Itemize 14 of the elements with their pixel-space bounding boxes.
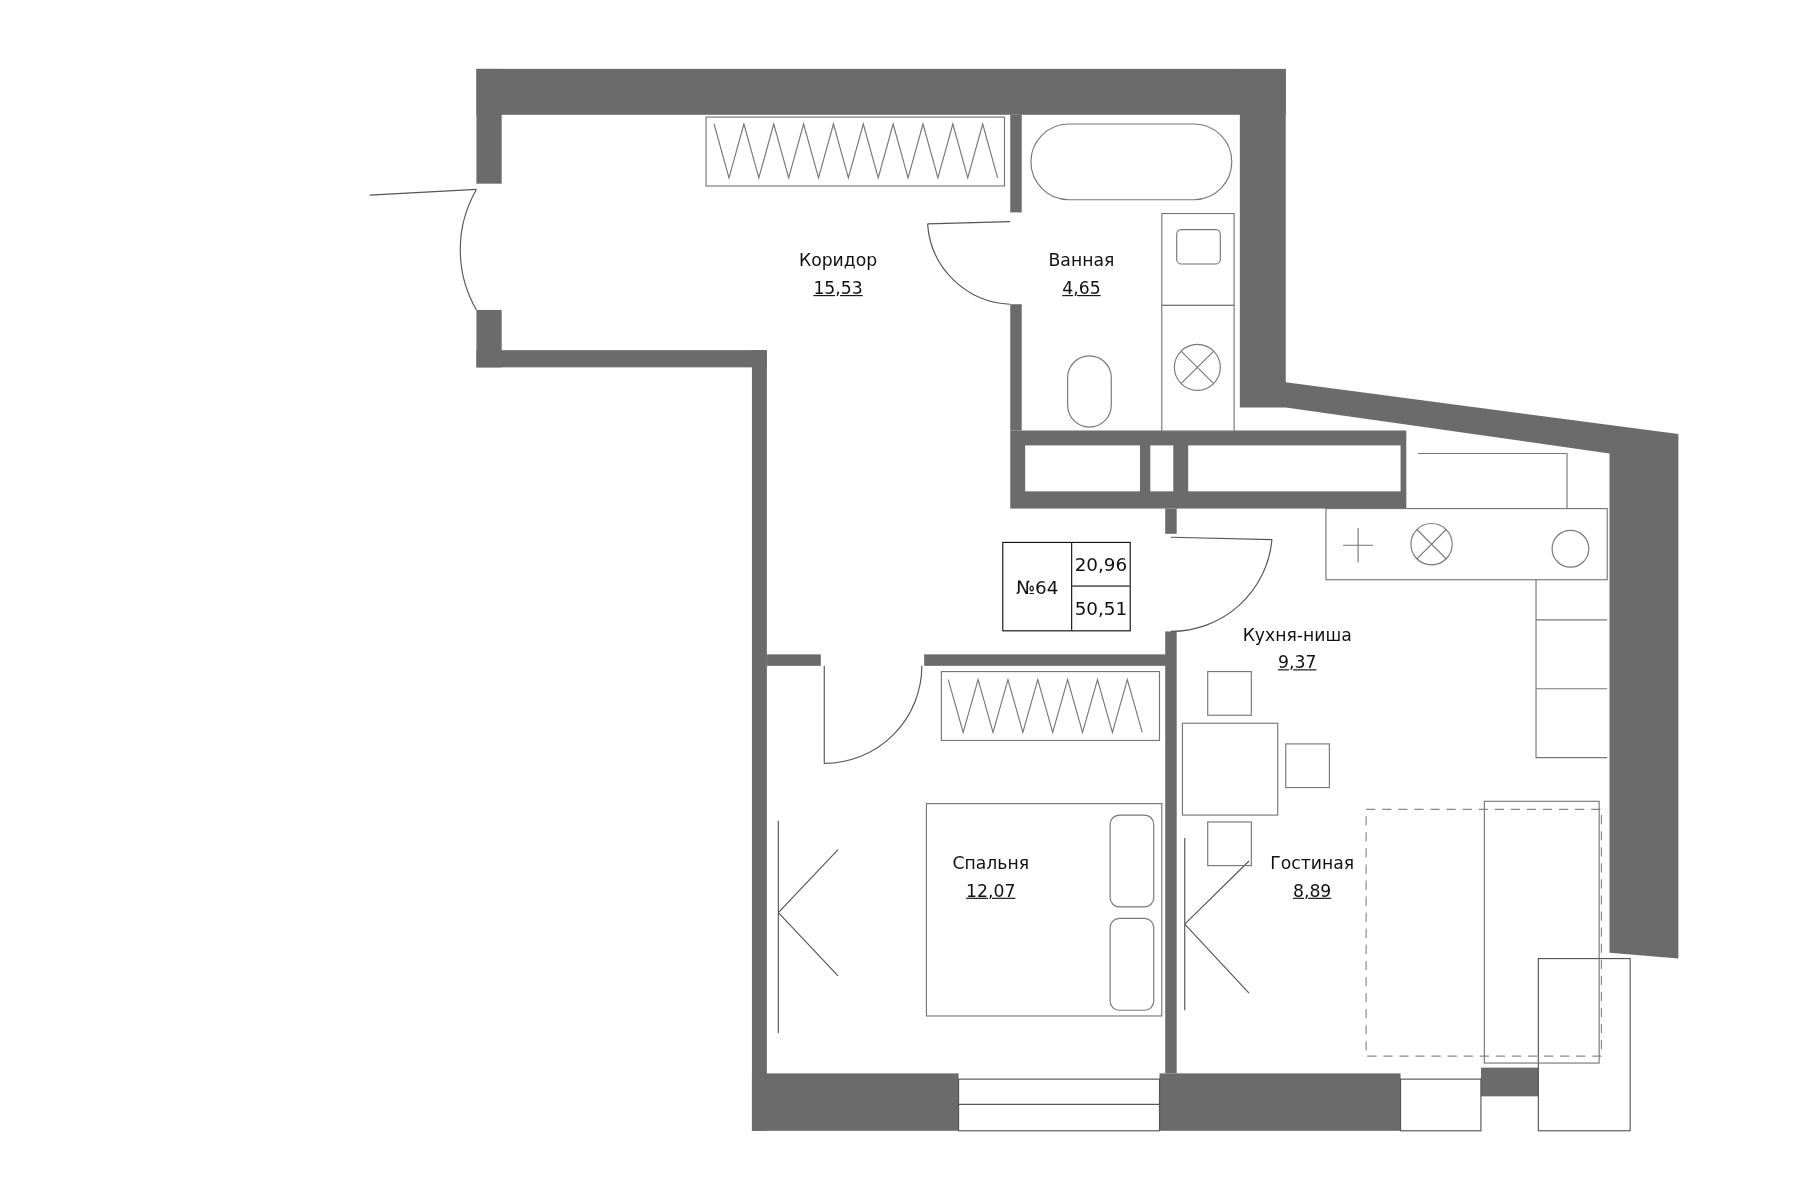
total-area: 50,51 (1072, 586, 1130, 631)
room-area: 12,07 (966, 877, 1016, 905)
room-area: 4,65 (1062, 274, 1101, 302)
room-area: 15,53 (813, 274, 863, 302)
room-name: Спальня (952, 851, 1029, 876)
room-area: 8,89 (1293, 877, 1332, 905)
room-name: Ванная (1048, 249, 1115, 273)
room-name: Коридор (798, 249, 878, 273)
apartment-number: №64 (1003, 543, 1073, 631)
apartment-info-table (1002, 541, 1131, 632)
room-name: Гостиная (1270, 851, 1355, 876)
room-name: Кухня-ниша (1242, 623, 1352, 648)
living-area: 20,96 (1072, 543, 1130, 587)
room-area: 9,37 (1278, 648, 1317, 677)
